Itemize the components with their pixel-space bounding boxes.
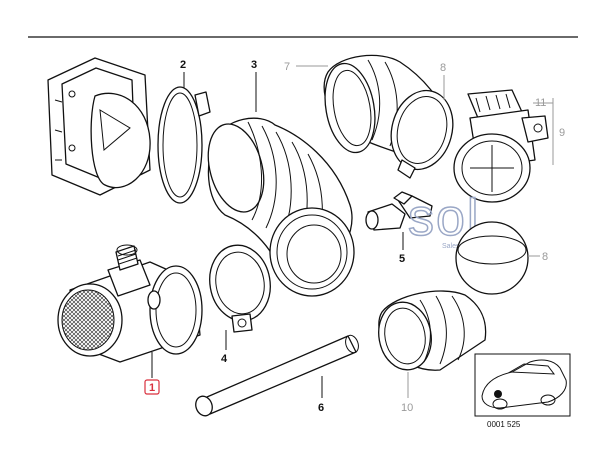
label-6: 6 <box>318 402 324 414</box>
label-7: 7 <box>284 61 290 73</box>
label-2: 2 <box>180 59 186 71</box>
label-1: 1 <box>149 382 155 394</box>
label-5: 5 <box>399 253 405 265</box>
label-8-lower: 8 <box>542 251 548 263</box>
hose-clamp-lower <box>209 244 271 333</box>
label-8-upper: 8 <box>440 62 446 74</box>
label-10: 10 <box>401 402 413 414</box>
vehicle-thumbnail <box>474 353 571 417</box>
hose-clamp-upper <box>390 89 454 179</box>
location-marker <box>494 390 502 398</box>
intake-throttle-housing <box>47 57 151 196</box>
lower-boot <box>378 290 487 371</box>
rubber-boot <box>207 117 355 297</box>
diagram-code: 0001 525 <box>487 420 521 429</box>
air-flow-meter <box>57 244 203 363</box>
elbow-fitting <box>365 191 433 231</box>
straight-hose <box>195 334 359 417</box>
label-4: 4 <box>221 353 228 365</box>
end-cap <box>455 221 529 295</box>
clamp-band <box>157 86 211 204</box>
air-mass-meter-upper <box>453 89 549 203</box>
label-11: 11 <box>535 97 546 109</box>
highlight-box-1 <box>144 379 160 395</box>
label-9: 9 <box>559 127 565 139</box>
label-3: 3 <box>251 59 257 71</box>
